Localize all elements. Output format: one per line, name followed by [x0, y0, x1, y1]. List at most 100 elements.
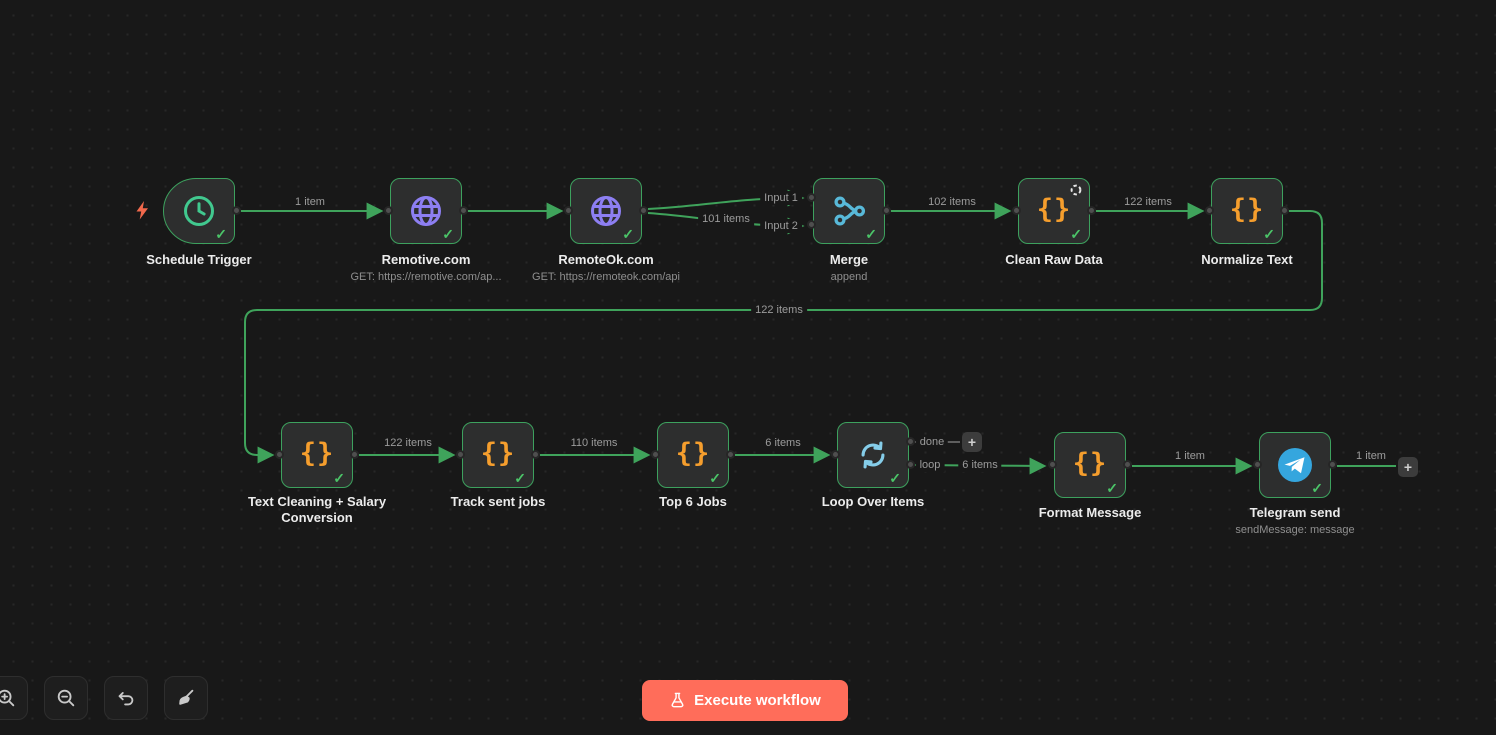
edge-label: 122 items	[1120, 195, 1176, 209]
input-port[interactable]	[275, 450, 284, 459]
merge-icon	[831, 193, 867, 229]
output-port[interactable]	[639, 206, 648, 215]
edge-label: 1 item	[291, 195, 329, 209]
success-check-icon: ✓	[865, 226, 877, 242]
node-remoteok[interactable]: ✓	[564, 178, 648, 244]
add-node-button-telegram[interactable]: +	[1398, 457, 1418, 477]
node-title: Loop Over Items	[821, 494, 925, 509]
clock-icon	[181, 193, 217, 229]
output-port[interactable]	[726, 450, 735, 459]
input-port[interactable]	[456, 450, 465, 459]
code-icon: {}	[675, 437, 711, 469]
input-port[interactable]	[1012, 206, 1021, 215]
edge-label: 6 items	[958, 458, 1002, 472]
input-port[interactable]	[1205, 206, 1214, 215]
input-port[interactable]	[384, 206, 393, 215]
loop-icon	[856, 438, 890, 472]
success-check-icon: ✓	[442, 226, 454, 242]
edge-label: loop	[915, 458, 945, 472]
node-title: Top 6 Jobs	[659, 494, 727, 509]
output-port[interactable]	[1328, 460, 1337, 469]
input-port[interactable]	[651, 450, 660, 459]
success-check-icon: ✓	[215, 226, 227, 242]
output-port[interactable]	[1280, 206, 1289, 215]
code-icon: {}	[1072, 447, 1108, 479]
edge-label: 101 items	[698, 212, 754, 226]
output-port[interactable]	[882, 206, 891, 215]
node-title: Normalize Text	[1201, 252, 1293, 267]
edge-label: Input 2	[760, 219, 802, 233]
execute-workflow-button[interactable]: Execute workflow	[642, 680, 848, 721]
node-merge[interactable]: ✓	[807, 178, 891, 244]
node-subtitle: sendMessage: message	[1235, 524, 1355, 536]
success-check-icon: ✓	[1311, 480, 1323, 496]
node-title: Telegram send	[1249, 505, 1341, 520]
node-subtitle: append	[830, 271, 868, 283]
input-port-2[interactable]	[807, 220, 816, 229]
trigger-bolt-icon	[135, 201, 150, 220]
execute-workflow-label: Execute workflow	[694, 692, 821, 709]
zoom-in-icon	[0, 687, 17, 709]
output-port-loop[interactable]	[906, 460, 915, 469]
output-port[interactable]	[1123, 460, 1132, 469]
node-top-6-jobs[interactable]: {} ✓	[651, 422, 735, 488]
node-normalize-text[interactable]: {} ✓	[1205, 178, 1289, 244]
node-track-sent-jobs[interactable]: {} ✓	[456, 422, 540, 488]
output-port[interactable]	[1087, 206, 1096, 215]
success-check-icon: ✓	[709, 470, 721, 486]
edge-label: done	[915, 435, 949, 449]
zoom-in-button[interactable]	[0, 676, 28, 720]
output-port[interactable]	[350, 450, 359, 459]
output-port[interactable]	[459, 206, 468, 215]
node-title: Clean Raw Data	[1005, 252, 1103, 267]
input-port-1[interactable]	[807, 193, 816, 202]
connection-normalize-textcleaning[interactable]	[244, 210, 1323, 464]
success-check-icon: ✓	[1070, 226, 1082, 242]
sync-badge-icon	[1070, 184, 1082, 196]
node-format-message[interactable]: {} ✓	[1048, 432, 1132, 498]
input-port[interactable]	[1048, 460, 1057, 469]
edge-label: 1 item	[1352, 449, 1390, 463]
edge-label: 6 items	[761, 436, 805, 450]
edge-label: 122 items	[380, 436, 436, 450]
node-telegram-send[interactable]: ✓	[1253, 432, 1337, 498]
node-schedule-trigger[interactable]: ✓	[163, 178, 241, 244]
edge-label: 110 items	[566, 436, 622, 450]
success-check-icon: ✓	[333, 470, 345, 486]
edge-label: 1 item	[1171, 449, 1209, 463]
node-title: Format Message	[1038, 505, 1142, 520]
input-port[interactable]	[831, 450, 840, 459]
success-check-icon: ✓	[1106, 480, 1118, 496]
add-node-button-done[interactable]: +	[962, 432, 982, 452]
code-icon: {}	[1229, 193, 1265, 225]
edge-label: 122 items	[751, 303, 807, 317]
zoom-out-button[interactable]	[44, 676, 88, 720]
success-check-icon: ✓	[514, 470, 526, 486]
code-icon: {}	[299, 437, 335, 469]
code-icon: {}	[1036, 193, 1072, 225]
undo-icon	[115, 687, 137, 709]
input-port[interactable]	[564, 206, 573, 215]
input-port[interactable]	[1253, 460, 1262, 469]
output-port[interactable]	[232, 206, 241, 215]
node-subtitle: GET: https://remoteok.com/api	[532, 271, 680, 283]
output-port-done[interactable]	[906, 437, 915, 446]
node-remotive[interactable]: ✓	[384, 178, 468, 244]
code-icon: {}	[480, 437, 516, 469]
output-port[interactable]	[531, 450, 540, 459]
edge-label: Input 1	[760, 191, 802, 205]
undo-button[interactable]	[104, 676, 148, 720]
success-check-icon: ✓	[889, 470, 901, 486]
node-title: RemoteOk.com	[558, 252, 654, 267]
tidy-up-button[interactable]	[164, 676, 208, 720]
flask-icon	[669, 692, 686, 709]
globe-icon	[408, 193, 444, 229]
node-text-cleaning-salary-conversion[interactable]: {} ✓	[275, 422, 359, 488]
node-title: Text Cleaning + Salary Conversion	[247, 494, 387, 525]
node-clean-raw-data[interactable]: {} ✓	[1012, 178, 1096, 244]
edge-label: 102 items	[924, 195, 980, 209]
node-subtitle: GET: https://remotive.com/ap...	[350, 271, 502, 283]
node-loop-over-items[interactable]: ✓	[831, 422, 915, 488]
